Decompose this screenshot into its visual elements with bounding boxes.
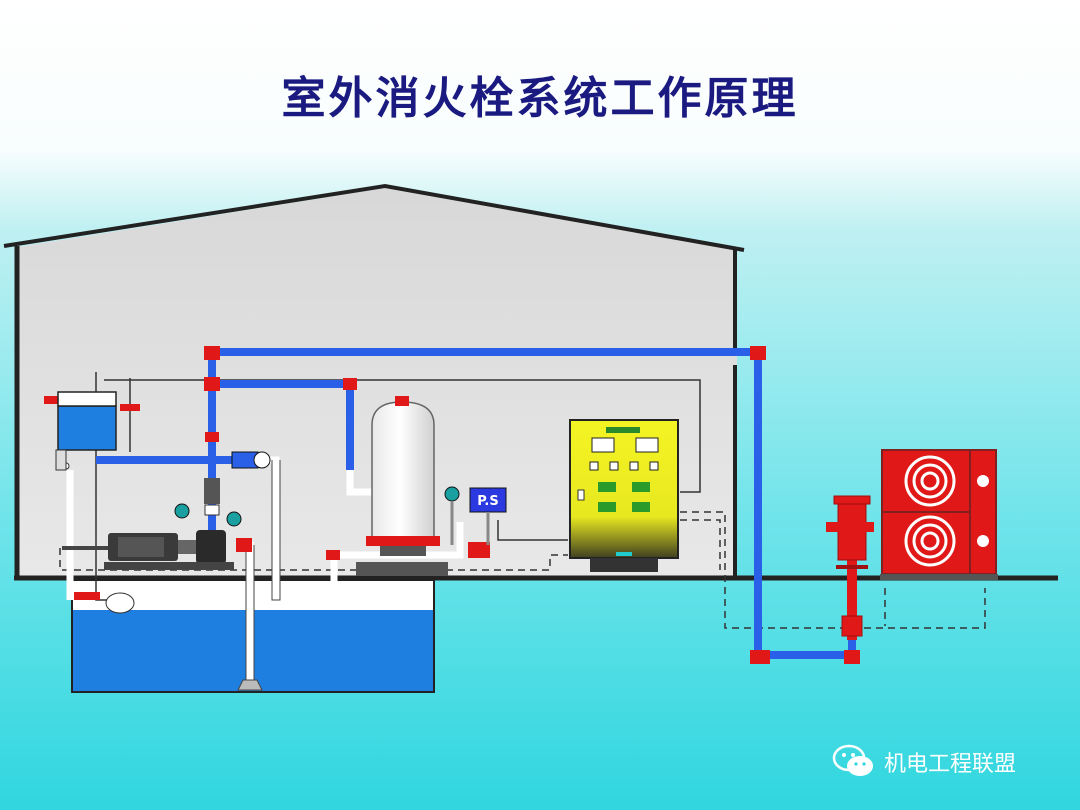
pressure-switch-label: P.S: [477, 494, 498, 509]
hydrant-body: [837, 501, 867, 561]
roof-water-tank: [55, 391, 117, 471]
control-panel-base: [590, 558, 658, 572]
control-wiring-dashed: [59, 511, 986, 629]
pump-gauge-right-icon: [226, 511, 242, 527]
pressure-tank: [356, 396, 448, 576]
pump-gauge-left-icon: [174, 503, 190, 519]
check-valve: [231, 451, 271, 469]
pump-house-fill: [18, 188, 737, 578]
pump-base: [104, 562, 234, 570]
pressure-switch: P.S: [444, 486, 507, 545]
control-panel-body: [569, 419, 679, 559]
hose-cabinet: [880, 449, 998, 580]
panel-meter-right: [635, 437, 659, 453]
suction-foot-valve: [237, 679, 263, 691]
wechat-icon: [832, 744, 873, 776]
pressure-tank-band: [366, 536, 440, 546]
pressure-tank-foundation: [356, 562, 448, 576]
roof-tank-body: [57, 405, 117, 451]
control-panel: [569, 419, 679, 572]
pump-house-roof: [3, 183, 745, 252]
watermark-text: 机电工程联盟: [884, 752, 1017, 777]
pressure-tank-body: [371, 401, 435, 541]
pump-casing: [196, 530, 226, 564]
pressure-gauge-icon: [444, 486, 460, 502]
flex-coupling: [204, 478, 220, 504]
pressure-tank-base: [380, 546, 426, 556]
hydrant-outlet-right: [864, 522, 874, 532]
watermark: 机电工程联盟: [832, 744, 1016, 780]
outdoor-fire-hydrant: [826, 495, 874, 640]
panel-meter-left: [591, 437, 615, 453]
hydrant-cap: [833, 495, 871, 505]
pressure-tank-top-valve: [395, 396, 409, 406]
fire-pump: [62, 478, 242, 570]
pump-house: [3, 183, 1058, 581]
page-title: 室外消火栓系统工作原理: [281, 73, 799, 124]
hose-reel-top-icon: [904, 455, 956, 507]
hydrant-pipe: [847, 560, 857, 640]
hydrant-outlet-left: [826, 522, 840, 532]
hose-reel-bottom-icon: [904, 515, 956, 567]
roof-tank-top: [57, 391, 117, 407]
float-valve: [105, 592, 135, 614]
